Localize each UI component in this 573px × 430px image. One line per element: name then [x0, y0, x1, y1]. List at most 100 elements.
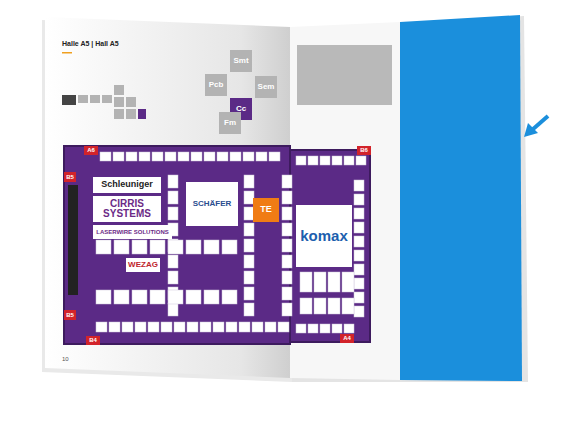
node-text: TE	[260, 205, 272, 214]
entrance-marker: A4	[340, 334, 354, 343]
booth	[96, 240, 111, 254]
booth	[342, 298, 354, 314]
booth	[126, 152, 137, 161]
booth	[150, 290, 165, 304]
node-text: CIRRIS SYSTEMS	[96, 199, 158, 220]
booth	[168, 240, 183, 254]
booth	[186, 290, 201, 304]
page-title: Halle A5 | Hall A5	[62, 40, 119, 47]
category-tile: Sem	[255, 76, 277, 98]
booth	[132, 290, 147, 304]
node-text: Fm	[224, 119, 236, 127]
booth	[256, 152, 267, 161]
booth	[168, 255, 178, 268]
blue-flap	[400, 15, 522, 381]
booth	[178, 152, 189, 161]
booth	[152, 152, 163, 161]
booth	[109, 322, 120, 332]
booth	[187, 322, 198, 332]
booth	[354, 278, 364, 289]
booth	[96, 290, 111, 304]
category-tile: Smt	[230, 50, 252, 72]
booth	[314, 272, 326, 292]
logo-box: SCHÄFER	[186, 182, 238, 226]
booth	[342, 272, 354, 292]
node-text: B6	[360, 147, 368, 153]
booth	[222, 290, 237, 304]
category-tile: Fm	[219, 112, 241, 134]
booth	[213, 322, 224, 332]
booth	[168, 271, 178, 284]
logo-box: TE	[253, 198, 279, 222]
booth	[114, 290, 129, 304]
booth	[226, 322, 237, 332]
booth	[332, 324, 342, 333]
entrance-marker: B6	[357, 146, 371, 155]
booth	[332, 156, 342, 165]
booth	[354, 208, 364, 219]
booth	[308, 156, 318, 165]
booth	[282, 175, 292, 188]
booth	[282, 207, 292, 220]
booth	[308, 324, 318, 333]
node-text: Sem	[258, 83, 275, 91]
booth	[282, 271, 292, 284]
booth	[222, 240, 237, 254]
booth	[320, 156, 330, 165]
node-text: B5	[66, 312, 74, 318]
booth	[344, 324, 354, 333]
logo-box: LASERWIRE SOLUTIONS	[93, 225, 172, 239]
logo-box: WEZAG	[126, 258, 160, 272]
left-page	[45, 17, 290, 378]
booth	[354, 222, 364, 233]
booth	[244, 223, 254, 236]
booth	[150, 240, 165, 254]
node-text: komax	[300, 228, 348, 244]
node-text: SCHÄFER	[193, 200, 232, 208]
booth	[239, 322, 250, 332]
booth	[200, 322, 211, 332]
node-text: Smt	[233, 57, 248, 65]
booth	[168, 175, 178, 188]
booth	[296, 324, 306, 333]
category-tile: Pcb	[205, 74, 227, 96]
booth	[148, 322, 159, 332]
pointer-arrow	[532, 116, 548, 130]
booth	[278, 322, 289, 332]
node-text: LASERWIRE SOLUTIONS	[96, 229, 169, 235]
booth	[300, 272, 312, 292]
booth	[244, 255, 254, 268]
booth	[113, 152, 124, 161]
booth	[132, 240, 147, 254]
image-placeholder	[297, 45, 392, 105]
booth	[282, 223, 292, 236]
hall-map	[64, 146, 370, 344]
entrance-marker: B5	[64, 310, 76, 320]
node-text: B5	[66, 174, 74, 180]
booth	[354, 292, 364, 303]
pointer-arrowhead	[524, 123, 538, 137]
booth	[243, 152, 254, 161]
booth	[135, 322, 146, 332]
booth	[204, 152, 215, 161]
booth	[356, 156, 366, 165]
booth	[168, 207, 178, 220]
node-text: A4	[343, 335, 351, 341]
booth	[314, 298, 326, 314]
booth	[282, 255, 292, 268]
booth	[282, 287, 292, 300]
booth	[269, 152, 280, 161]
booth	[122, 322, 133, 332]
booth	[139, 152, 150, 161]
booth	[282, 303, 292, 316]
booth	[354, 306, 364, 317]
booth	[282, 239, 292, 252]
entrance-marker: A6	[84, 146, 98, 155]
booth	[204, 290, 219, 304]
page-number: 10	[62, 356, 69, 362]
logo-box: Schleuniger	[93, 177, 161, 193]
booth	[186, 240, 201, 254]
booth	[354, 264, 364, 275]
booth	[252, 322, 263, 332]
